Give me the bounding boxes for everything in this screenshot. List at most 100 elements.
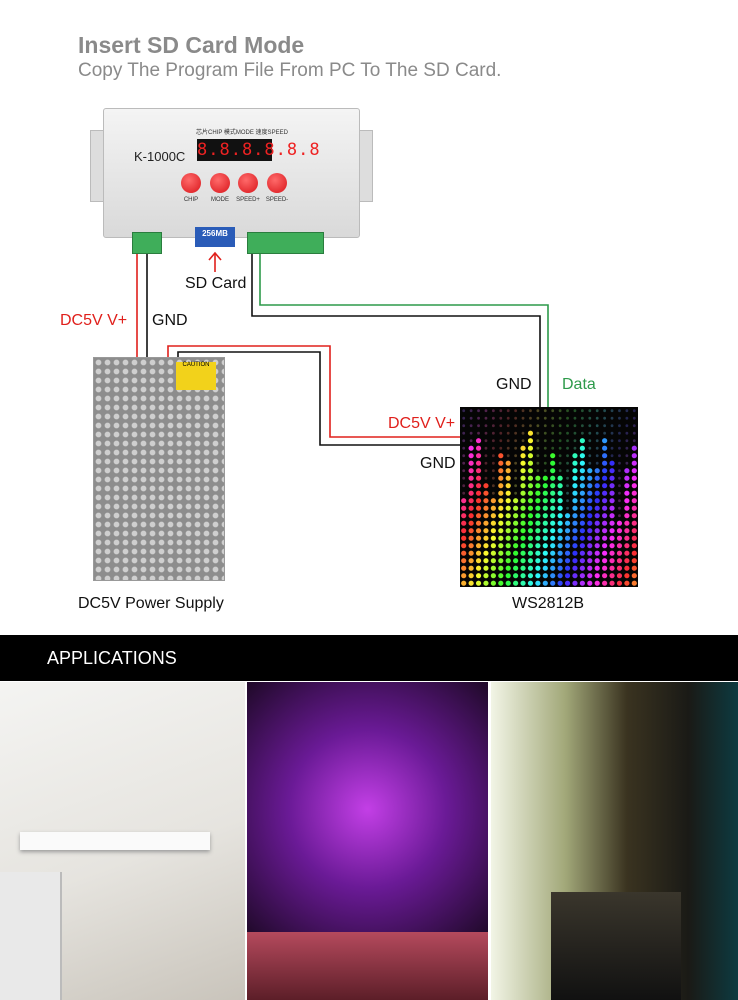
led-dot [490,505,496,511]
led-dot [579,543,585,549]
led-dot [572,505,578,511]
chip-button [181,173,201,193]
led-dot [558,454,562,458]
applications-heading: APPLICATIONS [47,648,177,668]
led-dot [461,543,467,549]
led-dot [573,424,577,428]
led-dot [475,535,482,541]
led-dot [564,528,571,534]
led-dot [491,409,495,413]
led-dot [462,454,466,458]
led-dot [572,498,578,504]
led-dot [542,573,548,579]
led-dot [550,475,556,481]
led-dot [558,409,562,413]
led-dot [542,558,548,564]
led-dot [542,535,548,541]
led-dot [498,490,504,496]
led-dot [579,520,585,526]
led-dot [579,505,585,511]
led-dot [609,490,615,496]
led-dot [475,445,482,451]
led-dot [618,461,621,465]
gnd-label-right: GND [420,455,456,472]
led-dot [594,565,600,571]
led-dot [609,543,615,549]
led-dot [498,573,504,579]
led-dot [631,565,637,571]
led-dot [498,468,504,474]
led-dot [468,580,474,586]
led-dot [588,409,592,413]
wire-black-psu [177,351,460,446]
led-dot [595,424,599,428]
led-dot [483,550,489,556]
led-matrix-label: WS2812B [512,595,585,612]
led-dot [603,424,607,428]
led-dot [514,416,518,420]
led-dot [484,469,488,473]
led-dot [550,498,556,504]
led-dot [527,558,534,564]
led-dot [484,416,488,420]
led-dot [468,475,474,481]
wire-black-data-gnd [251,252,541,408]
led-dot [558,424,562,428]
photo-corridor [491,682,738,1000]
led-dot [550,580,556,586]
led-dot [579,468,585,474]
led-dot [475,468,482,474]
led-dot [483,483,489,489]
led-dot [564,543,571,549]
led-dot [594,505,600,511]
led-dot [499,424,503,428]
led-dot [498,498,504,504]
led-dot [527,580,534,586]
led-dot [602,498,608,504]
led-dot [491,491,495,495]
led-dot [535,580,541,586]
led-dot [469,431,473,435]
led-dot [618,469,621,473]
led-dot [483,543,489,549]
led-dot [461,558,467,564]
led-dot [616,543,623,549]
led-dot [618,409,621,413]
signal-terminal [247,232,324,254]
led-dot [572,580,578,586]
led-dot [461,498,467,504]
led-dot [468,558,474,564]
led-dot [469,416,473,420]
led-dot [609,520,615,526]
led-dot [498,505,504,511]
led-dot [557,573,563,579]
led-dot [535,550,541,556]
led-dot [616,528,623,534]
led-dot [579,573,585,579]
led-dot [572,460,578,466]
led-dot [490,550,496,556]
led-dot [499,439,503,443]
led-dot [579,580,585,586]
photo-office [0,682,245,1000]
led-dot [566,499,569,503]
led-dot [566,416,569,420]
led-dot [490,513,496,519]
led-dot [505,475,511,481]
led-dot [498,543,504,549]
led-dot [514,424,518,428]
led-dot [603,416,607,420]
led-dot [625,446,629,450]
led-dot [618,514,621,518]
led-dot [527,438,534,444]
led-dot [469,409,473,413]
led-dot [587,468,593,474]
led-dot [527,445,534,451]
led-dot [468,535,474,541]
led-dot [594,490,600,496]
led-dot [558,469,562,473]
led-dot [573,409,577,413]
led-dot [566,424,569,428]
led-dot [550,483,556,489]
